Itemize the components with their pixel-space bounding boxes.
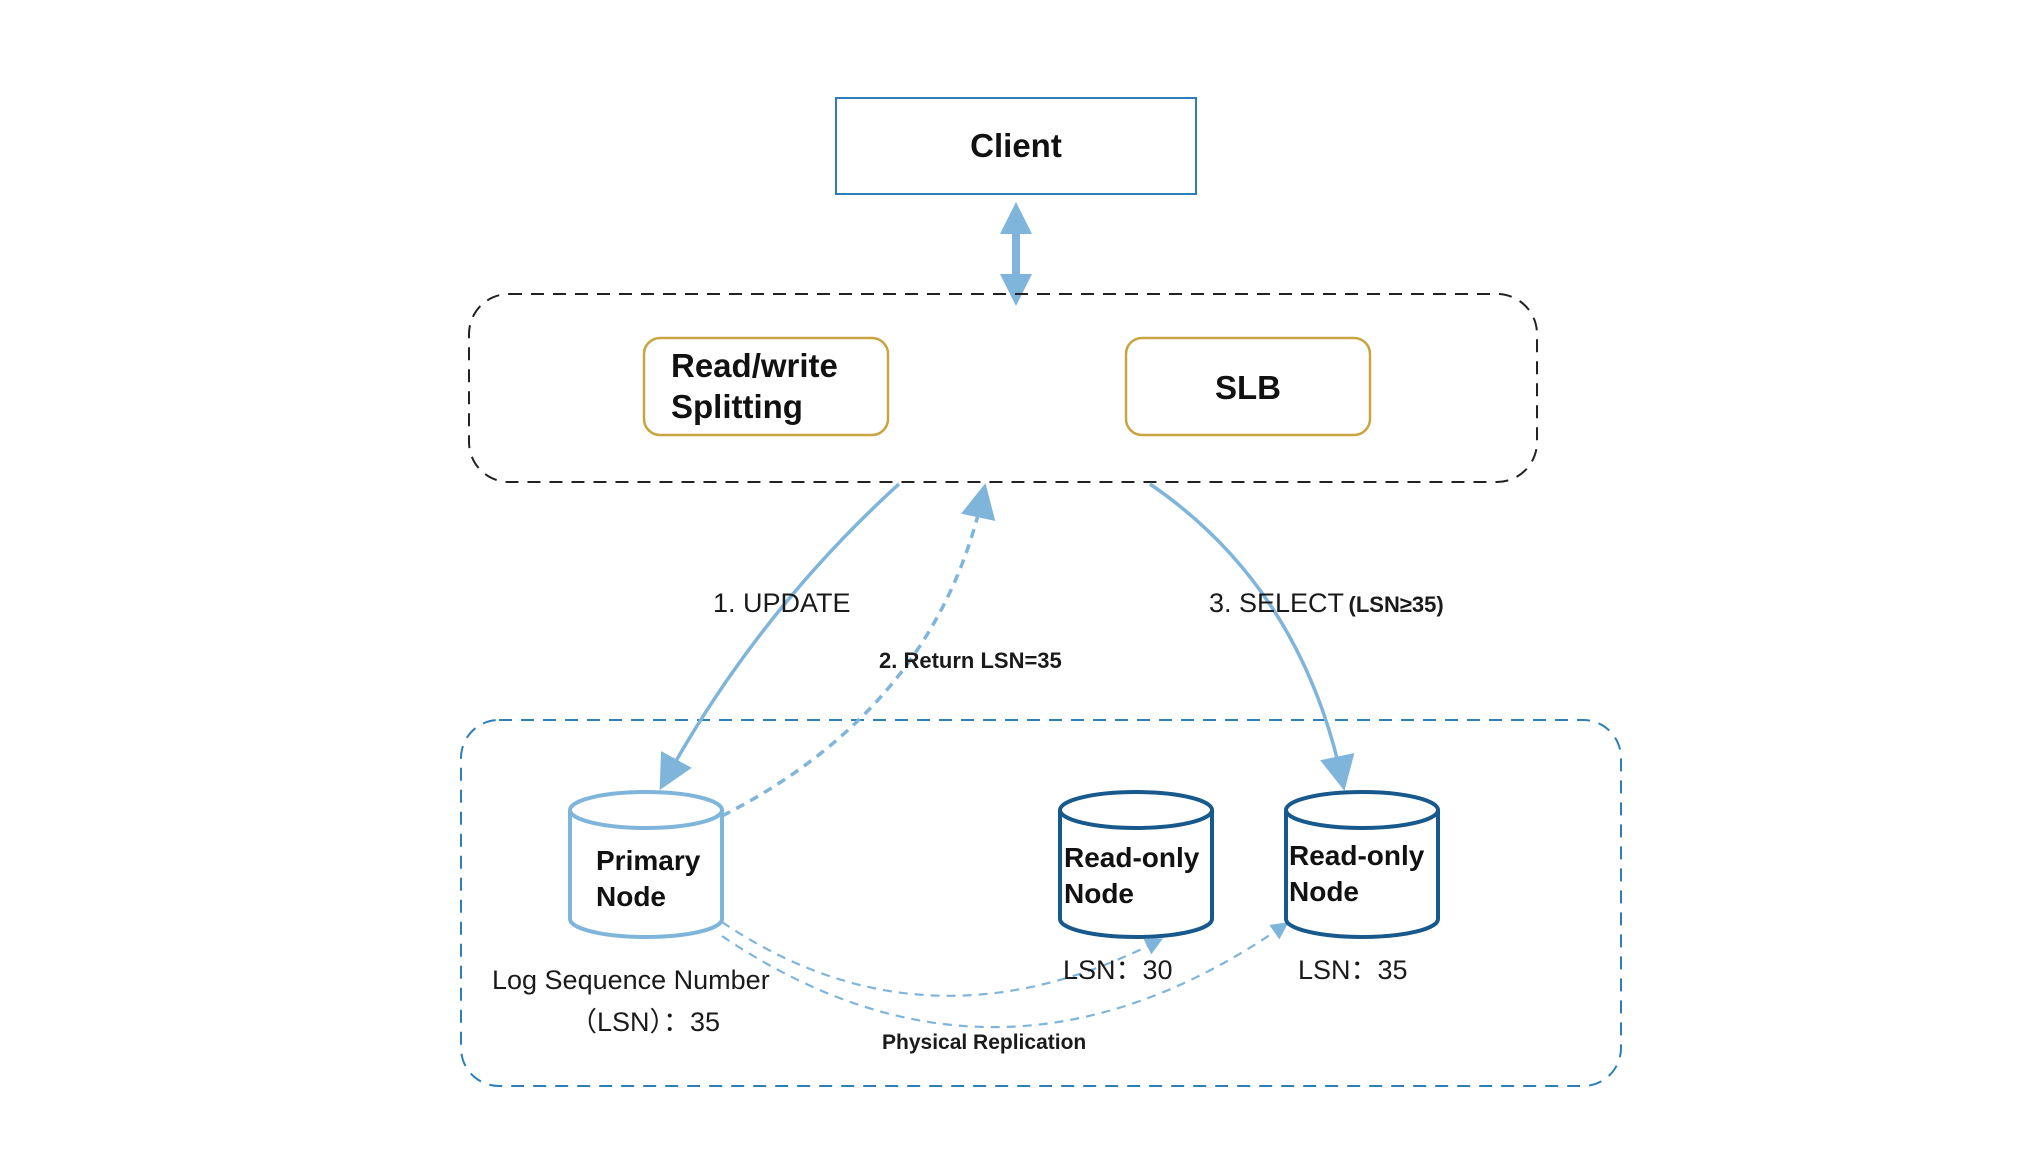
- cluster-container: [460, 719, 1622, 1087]
- primary-node-line2: Node: [596, 880, 666, 912]
- readonly-node-1-cylinder: [1058, 790, 1214, 939]
- primary-node-cylinder: [568, 790, 724, 939]
- update-arrow: [659, 482, 901, 791]
- primary-node-label: Primary Node: [596, 843, 700, 915]
- client-box: [835, 97, 1197, 195]
- rw-splitting-line2: Splitting: [671, 387, 803, 425]
- replication-arrow-readonly-1: [721, 921, 1163, 997]
- slb-box: [1124, 336, 1372, 437]
- update-step-label: 1. UPDATE: [713, 588, 851, 618]
- proxy-container: [468, 293, 1538, 483]
- readonly-node-2-line1: Read-only: [1289, 840, 1425, 871]
- readonly-node-1-label: Read-only Node: [1064, 840, 1199, 912]
- client-proxy-double-arrow: [1000, 202, 1032, 306]
- select-step-condition: (LSN≥35): [1348, 592, 1444, 617]
- select-step-label: 3. SELECT (LSN≥35): [1209, 587, 1444, 619]
- readonly-node-1-lsn: LSN：30: [1063, 955, 1173, 985]
- readonly-node-1-line1: Read-only: [1064, 842, 1200, 873]
- physical-replication-label: Physical Replication: [882, 1031, 1087, 1054]
- return-lsn-step-label: 2. Return LSN=35: [879, 648, 1062, 673]
- replication-arrow-readonly-2: [721, 922, 1289, 1029]
- primary-node-line1: Primary: [596, 845, 701, 876]
- readonly-node-2-line2: Node: [1289, 875, 1359, 907]
- primary-lsn-line1: Log Sequence Number: [492, 965, 770, 995]
- slb-label: SLB: [1215, 369, 1281, 406]
- client-label: Client: [970, 127, 1062, 164]
- rw-splitting-label: Read/write Splitting: [671, 346, 838, 428]
- rw-splitting-line1: Read/write: [671, 347, 838, 384]
- readonly-node-2-cylinder: [1284, 790, 1440, 939]
- primary-lsn-label: Log Sequence Number （LSN）：35: [492, 960, 770, 1044]
- rw-splitting-box: [642, 336, 890, 437]
- readonly-node-2-label: Read-only Node: [1289, 838, 1424, 910]
- return-lsn-arrow: [721, 483, 996, 818]
- select-arrow: [1149, 482, 1355, 791]
- readonly-node-2-lsn: LSN：35: [1298, 955, 1408, 985]
- readonly-node-1-line2: Node: [1064, 877, 1134, 909]
- primary-lsn-line2: （LSN）：35: [570, 1006, 721, 1037]
- select-step-text: 3. SELECT: [1209, 588, 1345, 618]
